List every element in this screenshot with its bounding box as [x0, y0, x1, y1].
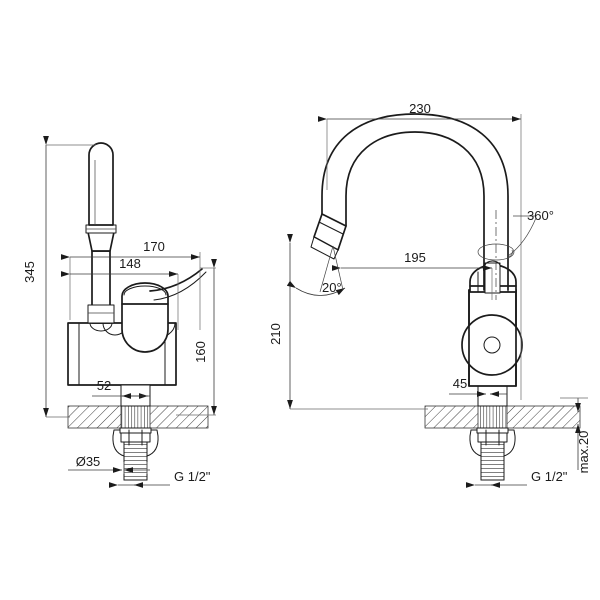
dim-label-20deg: 20°: [322, 280, 342, 295]
dim-45: 45: [449, 376, 507, 397]
front-view-group: 230 195 210 20° 360°: [268, 101, 591, 488]
dim-g12-left: G 1/2": [109, 469, 211, 488]
dim-label-g12-left: G 1/2": [174, 469, 211, 484]
mounting-shank-right: [469, 385, 516, 481]
dim-170: 170: [61, 239, 201, 330]
dim-160: 160: [176, 259, 217, 416]
lever-handle-right: [469, 260, 517, 294]
dim-label-345: 345: [22, 261, 37, 283]
dim-max20: max.20: [560, 397, 591, 474]
dim-52: 52: [92, 378, 150, 399]
counter-deck-right: [424, 404, 581, 430]
dim-label-52: 52: [97, 378, 111, 393]
dim-20deg: 20°: [286, 245, 346, 296]
dim-label-360deg: 360°: [527, 208, 554, 223]
dim-230: 230: [318, 101, 522, 400]
dim-label-195: 195: [404, 250, 426, 265]
spout-column-left: [85, 142, 117, 324]
aerator-tip: [310, 213, 347, 260]
dim-label-210: 210: [268, 323, 283, 345]
dim-g12-right: G 1/2": [466, 469, 568, 488]
dim-210: 210: [268, 234, 428, 410]
column-collar-left: [87, 304, 115, 332]
valve-body-right: [461, 289, 523, 387]
dim-label-160: 160: [193, 341, 208, 363]
dim-label-230: 230: [409, 101, 431, 116]
dim-d35: Ø35: [68, 454, 150, 474]
dim-label-g12-right: G 1/2": [531, 469, 568, 484]
gooseneck-spout: [321, 113, 509, 291]
dim-label-d35: Ø35: [76, 454, 101, 469]
mounting-shank-left: [112, 384, 159, 481]
dim-label-max20: max.20: [576, 431, 591, 474]
dim-148: 148: [61, 256, 179, 330]
dim-345: 345: [22, 136, 96, 418]
dim-label-45: 45: [453, 376, 467, 391]
dim-195: 195: [332, 250, 493, 300]
side-view-group: 345 170 148 160 52: [22, 136, 217, 488]
counter-deck-left: [67, 404, 209, 430]
dim-360deg: 360°: [507, 208, 554, 257]
dim-label-148: 148: [119, 256, 141, 271]
swivel-indicator: [477, 210, 515, 300]
lever-handle-left: [121, 268, 207, 353]
dim-label-170: 170: [143, 239, 165, 254]
